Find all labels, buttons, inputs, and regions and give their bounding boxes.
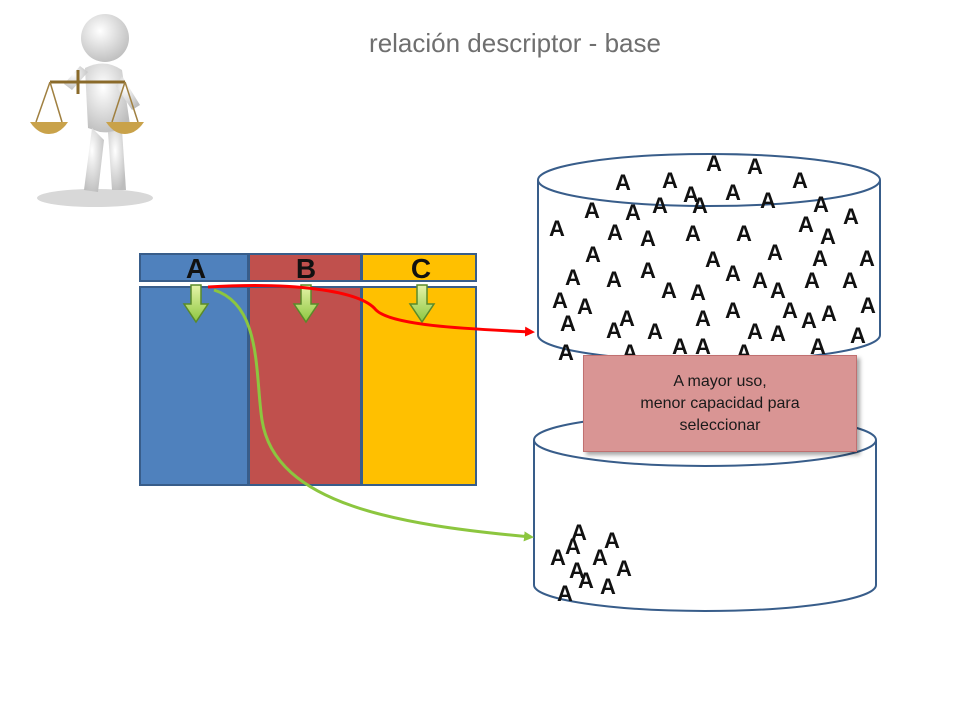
db-letter: A: [615, 170, 631, 195]
db-letter: A: [747, 154, 763, 179]
note-line-2: menor capacidad para: [640, 394, 800, 412]
db-letter: A: [859, 246, 875, 271]
db-letter: A: [725, 261, 741, 286]
db-letter: A: [736, 221, 752, 246]
db-letter: A: [725, 298, 741, 323]
db-letter: A: [685, 221, 701, 246]
db-letter: A: [821, 301, 837, 326]
db-letter: A: [770, 278, 786, 303]
db-letter: A: [571, 520, 587, 545]
db-letter: A: [600, 574, 616, 599]
page-title: relación descriptor - base: [369, 28, 661, 58]
db-letter: A: [577, 294, 593, 319]
db-letter: A: [782, 298, 798, 323]
note-line-3: seleccionar: [679, 416, 761, 434]
db-letter: A: [606, 318, 622, 343]
db-letter: A: [706, 151, 722, 176]
db-letter: A: [604, 528, 620, 553]
database-top: [537, 153, 881, 362]
down-arrow-a: [182, 284, 210, 324]
db-letter: A: [725, 180, 741, 205]
db-letter: A: [647, 319, 663, 344]
db-letter: A: [560, 311, 576, 336]
db-letter: A: [810, 334, 826, 359]
db-letter: A: [843, 204, 859, 229]
db-letter: A: [801, 308, 817, 333]
db-letter: A: [842, 268, 858, 293]
column-label-b: B: [296, 253, 316, 284]
header-cell-c: [361, 253, 477, 282]
db-letter: A: [558, 340, 574, 365]
db-letter: A: [619, 306, 635, 331]
db-letter: A: [640, 226, 656, 251]
db-letter: A: [625, 200, 641, 225]
person-with-scales-icon: [14, 12, 177, 210]
db-letter: A: [552, 288, 568, 313]
db-letter: A: [606, 267, 622, 292]
db-letter: A: [661, 278, 677, 303]
db-letter: A: [585, 242, 601, 267]
red-connector-arrow: [207, 284, 535, 337]
db-letter: A: [770, 321, 786, 346]
db-letter: A: [820, 224, 836, 249]
db-letter: A: [690, 280, 706, 305]
db-letter: A: [683, 182, 699, 207]
db-letter: A: [672, 334, 688, 359]
note-line-1: A mayor uso,: [673, 372, 767, 390]
db-letter: A: [705, 247, 721, 272]
db-letter: A: [616, 556, 632, 581]
column-label-c: C: [411, 253, 431, 284]
down-arrow-c: [408, 284, 436, 324]
db-letter: A: [584, 198, 600, 223]
descriptor-table: A B C: [139, 253, 477, 486]
db-letter: A: [565, 534, 581, 559]
usage-note-box: A mayor uso, menor capacidad para selecc…: [583, 355, 857, 452]
db-letter: A: [792, 168, 808, 193]
db-letter: A: [692, 193, 708, 218]
db-letter: A: [767, 240, 783, 265]
db-letter: A: [747, 319, 763, 344]
db-letter: A: [549, 216, 565, 241]
column-body-c: [361, 286, 477, 486]
db-letter: A: [804, 268, 820, 293]
db-letter: A: [813, 192, 829, 217]
db-letter: A: [578, 568, 594, 593]
db-letter: A: [760, 188, 776, 213]
db-letter: A: [850, 323, 866, 348]
db-letter: A: [695, 306, 711, 331]
db-letter: A: [652, 193, 668, 218]
db-letter: A: [640, 258, 656, 283]
db-letter: A: [565, 265, 581, 290]
db-letter: A: [662, 168, 678, 193]
db-letter: A: [695, 334, 711, 359]
db-letter: A: [607, 220, 623, 245]
db-letter: A: [812, 246, 828, 271]
down-arrows: [182, 284, 436, 324]
column-label-a: A: [186, 253, 206, 284]
green-connector-arrow: [213, 288, 534, 542]
header-cell-b: [248, 253, 362, 282]
db-letter: A: [557, 581, 573, 606]
db-letter: A: [550, 545, 566, 570]
db-letter: A: [752, 268, 768, 293]
db-letter: A: [860, 293, 876, 318]
db-letter: A: [592, 545, 608, 570]
db-letter: A: [569, 558, 585, 583]
db-letter: A: [798, 212, 814, 237]
